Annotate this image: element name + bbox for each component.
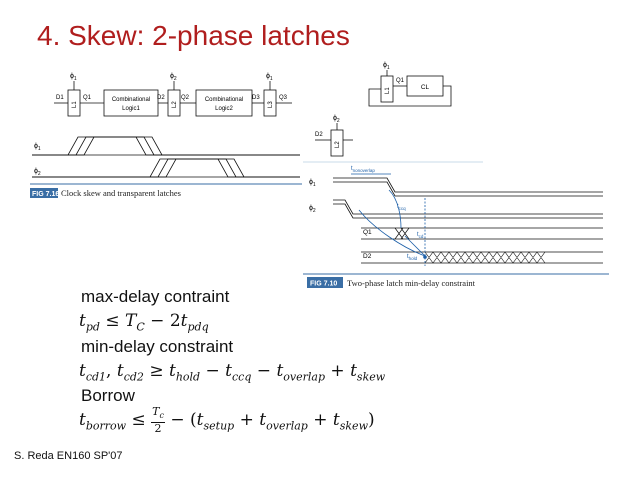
combinational-logic1-block	[103, 89, 159, 117]
cl1-line2: Logic1	[122, 106, 140, 112]
min-delay-heading: min-delay constraint	[81, 337, 234, 356]
latch-l1-label: L1	[72, 101, 78, 108]
phi1-wave-label: ϕ1	[34, 143, 41, 152]
max-delay-equation: tpd ≤ TC − 2tpdq	[79, 311, 209, 334]
phi2-wave-label: ϕ2	[309, 205, 316, 214]
d2-label: D2	[157, 95, 165, 101]
cl2-line2: Logic2	[215, 106, 233, 112]
figure-7-10: ϕ1 L1 Q1 CL ϕ2 D2 L2 ϕ1 ϕ2 tnonoverlap Q…	[303, 58, 609, 292]
t-nonoverlap-label: tnonoverlap	[351, 166, 375, 173]
fig710-caption: Two-phase latch min-delay constraint	[347, 278, 476, 288]
figure-7-16: ϕ1 ϕ2 ϕ1 L1 L2 L3 Combinational Logic1 C…	[30, 66, 302, 206]
fig716-tag	[30, 188, 58, 198]
slide-title: 4. Skew: 2-phase latches	[37, 20, 350, 51]
phi2-top-label: ϕ2	[170, 73, 177, 82]
latch-l2-label: L2	[172, 101, 178, 108]
t-hold-label: thold	[407, 254, 418, 261]
phi1-label: ϕ1	[383, 62, 390, 71]
latch-l2	[330, 129, 344, 157]
latch-pipeline-diagram: ϕ1 ϕ2 ϕ1 L1 L2 L3 Combinational Logic1 C…	[30, 73, 302, 198]
phi1-waveform	[32, 136, 300, 156]
q1-label: Q1	[83, 95, 92, 101]
l2-label: L2	[335, 141, 341, 148]
max-delay-heading: max-delay contraint	[81, 287, 230, 306]
q1-top-label: Q1	[396, 78, 405, 84]
timing-arrows	[358, 189, 426, 266]
fig716-caption: Clock skew and transparent latches	[61, 188, 181, 198]
d2-hatched-region	[424, 251, 546, 264]
phi2-waveform	[333, 199, 603, 215]
q1-transition	[394, 227, 410, 240]
phi2-wave-label: ϕ2	[34, 168, 41, 177]
fig710-tag	[307, 277, 343, 288]
borrow-heading: Borrow	[81, 386, 135, 405]
cl-label: CL	[421, 84, 430, 91]
latch-l3-label: L3	[268, 101, 274, 108]
fig716-tag-text: FIG 7.16	[32, 191, 59, 198]
tc-over-2-fraction: Tc 2	[151, 405, 165, 436]
min-delay-equation: tcd1, tcd2 ≥ thold − tccq − toverlap + t…	[79, 361, 386, 384]
cl2-line1: Combinational	[205, 97, 243, 103]
phi2-waveform	[32, 158, 300, 178]
fig710-tag-text: FIG 7.10	[310, 281, 337, 288]
combinational-logic2-block	[195, 89, 253, 117]
t-cd-label: tcd	[417, 232, 424, 239]
footer-credit: S. Reda EN160 SP'07	[14, 450, 123, 462]
phi1-waveform	[333, 181, 603, 197]
d2-top-label: D2	[315, 132, 323, 138]
d1-label: D1	[56, 95, 64, 101]
l1-label: L1	[385, 87, 391, 94]
phi1-top-label-2: ϕ1	[266, 73, 273, 82]
d2-wave-label: D2	[363, 253, 372, 260]
phi1-wave-label: ϕ1	[309, 179, 316, 188]
d3-label: D3	[252, 95, 260, 101]
phi1-top-label: ϕ1	[70, 73, 77, 82]
phi2-label: ϕ2	[333, 115, 340, 124]
q2-label: Q2	[181, 95, 190, 101]
q3-label: Q3	[279, 95, 288, 101]
two-phase-latch-diagram: ϕ1 L1 Q1 CL ϕ2 D2 L2 ϕ1 ϕ2 tnonoverlap Q…	[303, 62, 609, 288]
borrow-equation: tborrow ≤ Tc 2 − (tsetup + toverlap + ts…	[79, 405, 375, 436]
q1-wave-label: Q1	[363, 229, 372, 236]
cl1-line1: Combinational	[112, 97, 150, 103]
